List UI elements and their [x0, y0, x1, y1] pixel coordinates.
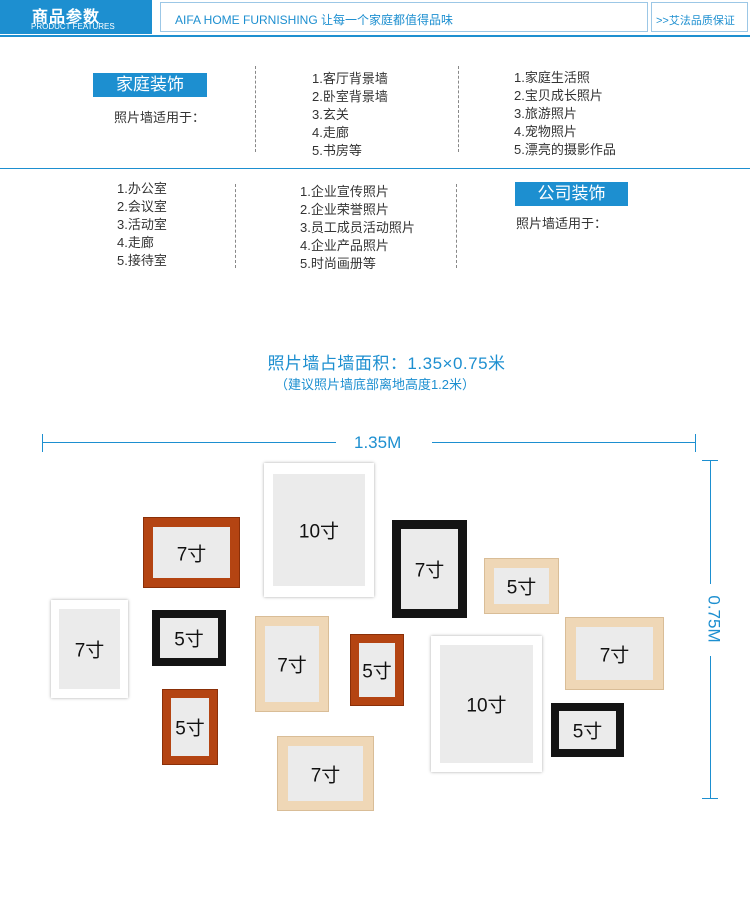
- photo-frame: 7寸: [565, 617, 664, 690]
- photo-frame: 7寸: [143, 517, 240, 588]
- divider: [235, 184, 236, 268]
- list-item: 3.旅游照片: [514, 106, 577, 121]
- photo-mat: [265, 626, 319, 702]
- photo-mat: [559, 711, 616, 749]
- header-title-block: 商品参数 PRODUCT FEATURES: [0, 0, 152, 34]
- home-decoration-tag: 家庭装饰: [93, 73, 207, 97]
- header-subtitle: PRODUCT FEATURES: [31, 22, 115, 31]
- photo-mat: [59, 609, 120, 689]
- photo-mat: [494, 568, 549, 604]
- list-item: 3.活动室: [117, 217, 167, 232]
- list-item: 1.企业宣传照片: [300, 184, 389, 199]
- list-item: 5.书房等: [312, 143, 362, 158]
- photo-mat: [576, 627, 653, 680]
- photo-frame: 7寸: [255, 616, 329, 712]
- divider: [458, 66, 459, 152]
- divider: [255, 66, 256, 152]
- list-item: 1.家庭生活照: [514, 70, 590, 85]
- height-dimension-tick: [702, 798, 718, 799]
- company-photos-list: 1.企业宣传照片 2.企业荣誉照片 3.员工成员活动照片 4.企业产品照片 5.…: [300, 183, 415, 273]
- frame-size-label: 10寸: [466, 695, 507, 717]
- width-dimension-tick: [42, 434, 43, 452]
- width-dimension-line: [432, 442, 695, 443]
- photo-frame: 5寸: [152, 610, 226, 666]
- company-rooms-list: 1.办公室 2.会议室 3.活动室 4.走廊 5.接待室: [117, 180, 167, 270]
- list-item: 3.员工成员活动照片: [300, 220, 415, 235]
- width-dimension-tick: [695, 434, 696, 452]
- brand-banner: AIFA HOME FURNISHING 让每一个家庭都值得品味: [160, 2, 648, 32]
- frame-size-label: 7寸: [599, 645, 630, 666]
- section-divider: [0, 168, 750, 169]
- list-item: 5.接待室: [117, 253, 167, 268]
- list-item: 5.时尚画册等: [300, 256, 376, 271]
- height-dimension-label: 0.75M: [704, 595, 724, 643]
- home-photos-list: 1.家庭生活照 2.宝贝成长照片 3.旅游照片 4.宠物照片 5.漂亮的摄影作品: [514, 69, 616, 159]
- height-dimension-line: [710, 460, 711, 584]
- frame-size-label: 5寸: [175, 718, 205, 740]
- brand-text: AIFA HOME FURNISHING 让每一个家庭都值得品味: [175, 13, 454, 27]
- frame-size-label: 7寸: [74, 640, 105, 662]
- photo-frame: 5寸: [551, 703, 624, 757]
- company-applicable-label: 照片墙适用于：: [516, 216, 608, 231]
- photo-frame: 7寸: [51, 600, 128, 698]
- photo-frame: 5寸: [162, 689, 218, 765]
- photo-frame: 10寸: [431, 636, 542, 772]
- list-item: 1.办公室: [117, 181, 167, 196]
- list-item: 4.企业产品照片: [300, 238, 389, 253]
- photo-mat: [288, 746, 363, 801]
- list-item: 4.走廊: [312, 125, 349, 140]
- company-decoration-tag: 公司装饰: [515, 182, 628, 206]
- photo-mat: [359, 643, 395, 697]
- frame-size-label: 5寸: [572, 721, 603, 743]
- divider: [456, 184, 457, 268]
- frame-size-label: 7寸: [414, 560, 445, 582]
- list-item: 4.宠物照片: [514, 124, 577, 139]
- list-item: 3.玄关: [312, 107, 349, 122]
- photo-mat: [153, 527, 230, 578]
- list-item: 2.宝贝成长照片: [514, 88, 603, 103]
- photo-mat: [401, 529, 458, 609]
- height-dimension-line: [710, 656, 711, 799]
- header-divider: [0, 35, 750, 37]
- list-item: 2.卧室背景墙: [312, 89, 388, 104]
- wall-height-note: （建议照片墙底部离地高度1.2米）: [274, 377, 476, 392]
- frame-size-label: 7寸: [176, 544, 207, 565]
- wall-area-title: 照片墙占墙面积：1.35×0.75米: [267, 354, 506, 373]
- frame-size-label: 10寸: [298, 521, 340, 543]
- frame-size-label: 7寸: [310, 765, 341, 786]
- list-item: 5.漂亮的摄影作品: [514, 142, 616, 157]
- list-item: 4.走廊: [117, 235, 154, 250]
- frame-size-label: 5寸: [174, 629, 204, 651]
- photo-frame: 5寸: [484, 558, 559, 614]
- photo-frame: 10寸: [264, 463, 374, 597]
- header-title: 商品参数: [32, 9, 101, 26]
- photo-frame: 5寸: [350, 634, 404, 706]
- width-dimension-line: [42, 442, 336, 443]
- photo-mat: [160, 618, 218, 658]
- photo-frame: 7寸: [277, 736, 374, 811]
- list-item: 2.企业荣誉照片: [300, 202, 389, 217]
- list-item: 2.会议室: [117, 199, 167, 214]
- guarantee-text: >>艾法品质保证: [656, 15, 735, 27]
- list-item: 1.客厅背景墙: [312, 71, 388, 86]
- home-applicable-label: 照片墙适用于：: [114, 110, 206, 125]
- frame-size-label: 5寸: [506, 577, 537, 599]
- photo-mat: [273, 474, 365, 586]
- home-rooms-list: 1.客厅背景墙 2.卧室背景墙 3.玄关 4.走廊 5.书房等: [312, 70, 388, 160]
- photo-mat: [440, 645, 533, 763]
- guarantee-link[interactable]: >>艾法品质保证: [651, 2, 748, 32]
- photo-frame: 7寸: [392, 520, 467, 618]
- frame-size-label: 7寸: [277, 655, 307, 677]
- frame-size-label: 5寸: [362, 661, 392, 683]
- width-dimension-label: 1.35M: [354, 433, 402, 452]
- photo-mat: [171, 698, 209, 756]
